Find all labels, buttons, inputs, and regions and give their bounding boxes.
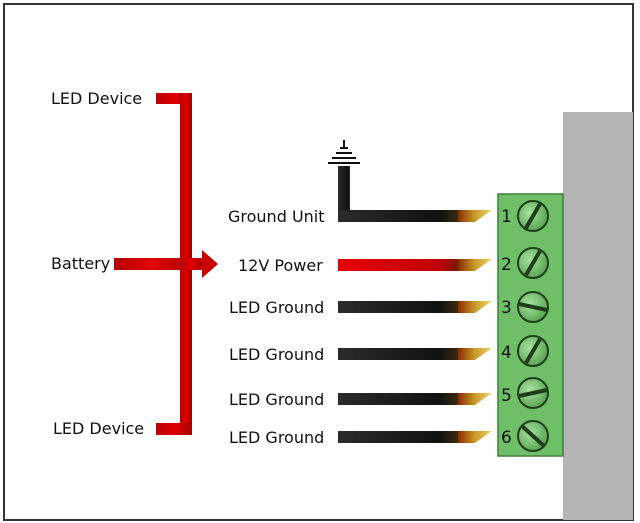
enclosure-panel <box>563 112 633 520</box>
terminal-number-1: 1 <box>501 207 512 227</box>
wire-lead-2 <box>458 259 492 271</box>
ground-riser <box>338 166 350 222</box>
wire-lead-5 <box>458 393 492 405</box>
wire-label-5: LED Ground <box>229 390 324 409</box>
terminal-4: 4 <box>501 335 549 367</box>
bottom-device-label: LED Device <box>53 419 144 438</box>
wire-1 <box>338 210 458 222</box>
wire-row-6: LED Ground <box>229 428 492 447</box>
terminal-block <box>497 193 564 457</box>
ground-symbol-icon <box>328 140 360 164</box>
wire-lead-6 <box>458 431 492 443</box>
power-bus <box>114 93 218 435</box>
terminal-2: 2 <box>501 247 549 279</box>
terminal-1: 1 <box>501 200 549 232</box>
wire-2 <box>338 259 458 271</box>
wire-row-1: Ground Unit <box>228 207 492 226</box>
wire-label-6: LED Ground <box>229 428 324 447</box>
terminal-3: 3 <box>501 291 549 323</box>
battery-label: Battery <box>51 254 110 273</box>
terminal-number-6: 6 <box>501 428 512 448</box>
wire-label-3: LED Ground <box>229 298 324 317</box>
wire-3 <box>338 301 458 313</box>
terminal-number-2: 2 <box>501 255 512 275</box>
bus-arrow-icon <box>202 250 218 278</box>
terminal-number-3: 3 <box>501 298 512 318</box>
terminal-5: 5 <box>501 377 549 409</box>
wire-lead-3 <box>458 301 492 313</box>
terminal-6: 6 <box>501 420 549 452</box>
wire-row-4: LED Ground <box>229 345 492 364</box>
wire-row-2: 12V Power <box>238 256 492 275</box>
terminal-number-4: 4 <box>501 343 512 363</box>
wire-lead-1 <box>458 210 492 222</box>
wire-label-4: LED Ground <box>229 345 324 364</box>
wire-lead-4 <box>458 348 492 360</box>
wire-6 <box>338 431 458 443</box>
terminal-number-5: 5 <box>501 386 512 406</box>
wire-label-1: Ground Unit <box>228 207 325 226</box>
wire-row-5: LED Ground <box>229 390 492 409</box>
wire-5 <box>338 393 458 405</box>
wire-label-2: 12V Power <box>238 256 323 275</box>
wire-4 <box>338 348 458 360</box>
top-device-label: LED Device <box>51 89 142 108</box>
wire-row-3: LED Ground <box>229 298 492 317</box>
